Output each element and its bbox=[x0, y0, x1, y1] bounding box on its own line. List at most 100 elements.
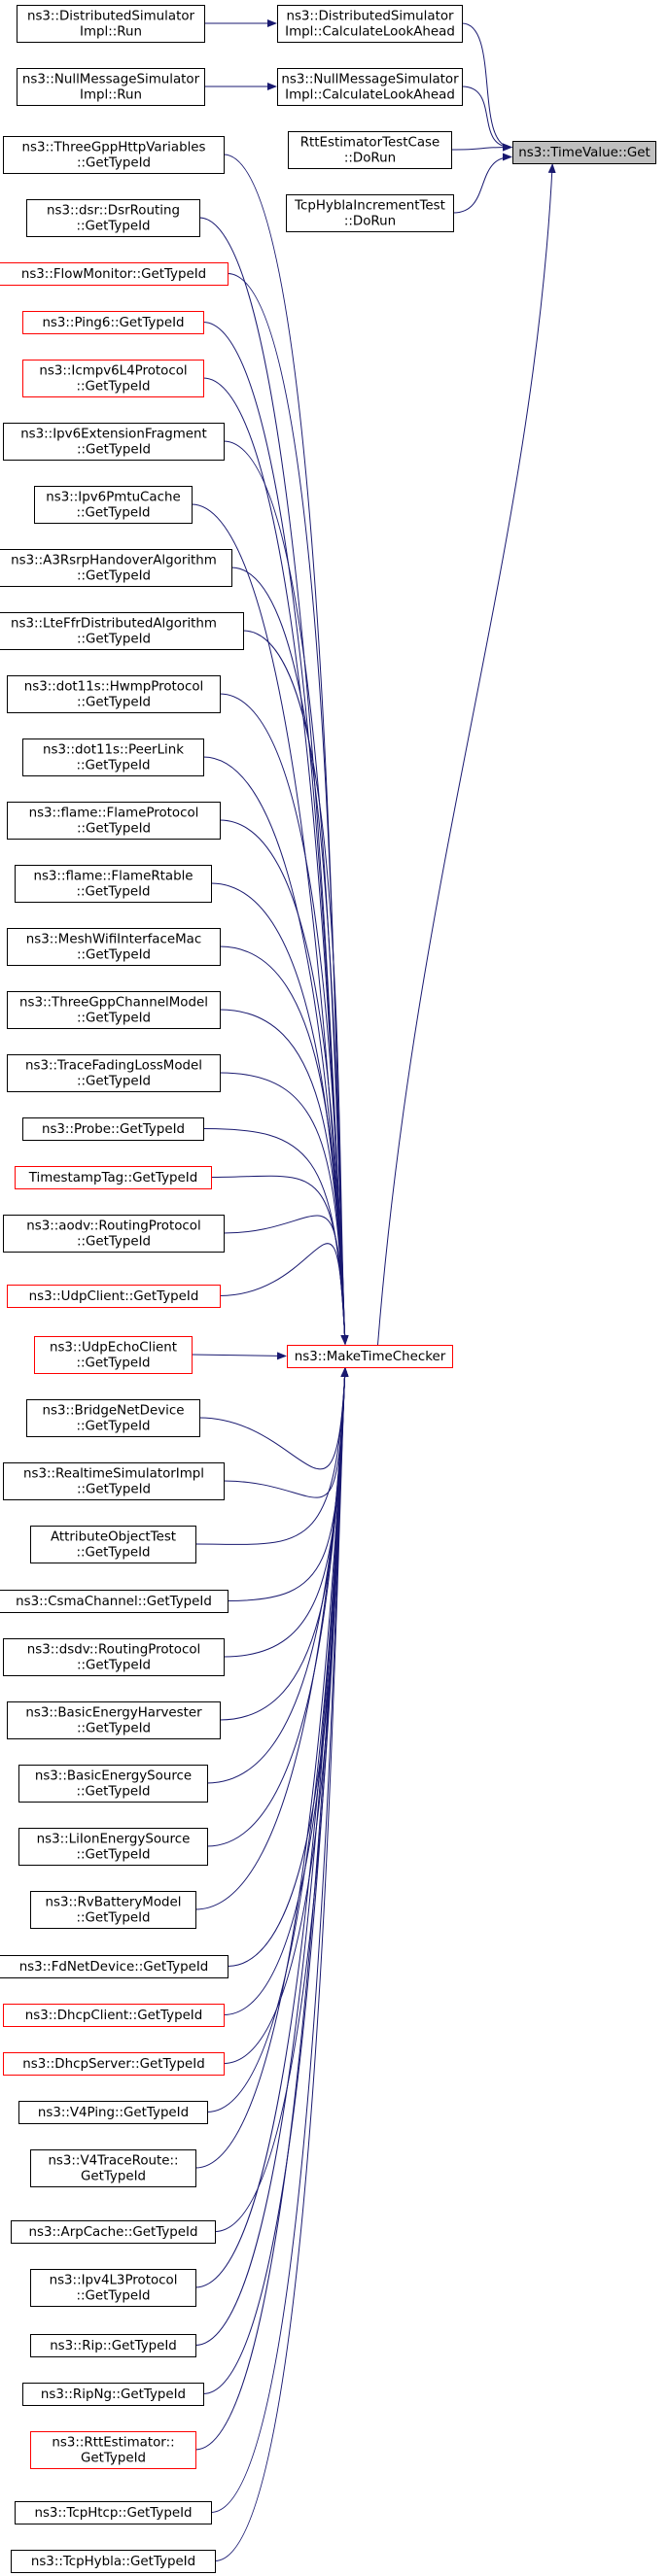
node-box bbox=[30, 1526, 196, 1563]
node-label-line: ::DoRun bbox=[344, 152, 396, 166]
node-label-line: ::GetTypeId bbox=[76, 1785, 150, 1800]
node-box bbox=[3, 1215, 225, 1253]
node-label-line: ns3::Probe::GetTypeId bbox=[42, 1122, 185, 1137]
node-timestamptag-gettypeid[interactable]: TimestampTag::GetTypeId bbox=[15, 1166, 212, 1189]
node-box bbox=[30, 2334, 196, 2357]
edge-n01-to-make bbox=[223, 154, 349, 1345]
node-ns3-meshwifiinterfacemac-gettypeid[interactable]: ns3::MeshWifiInterfaceMac::GetTypeId bbox=[7, 928, 221, 966]
node-ns3-flame-flamertable-gettypeid[interactable]: ns3::flame::FlameRtable::GetTypeId bbox=[15, 865, 212, 903]
node-box bbox=[7, 675, 221, 713]
node-label-line: ns3::DistributedSimulator bbox=[286, 10, 454, 24]
node-ns3-dhcpserver-gettypeid[interactable]: ns3::DhcpServer::GetTypeId bbox=[3, 2052, 225, 2076]
node-box bbox=[15, 2501, 212, 2524]
node-box bbox=[34, 486, 193, 524]
edge-rtt_test-to-target bbox=[450, 143, 512, 152]
node-ns3-udpclient-gettypeid[interactable]: ns3::UdpClient::GetTypeId bbox=[7, 1285, 221, 1308]
node-label-line: ns3::RipNg::GetTypeId bbox=[41, 2387, 186, 2402]
node-label-line: ::GetTypeId bbox=[77, 1235, 151, 1250]
node-ns3-rip-gettypeid[interactable]: ns3::Rip::GetTypeId bbox=[30, 2334, 196, 2357]
node-ns3-basicenergyharvester-gettypeid[interactable]: ns3::BasicEnergyHarvester::GetTypeId bbox=[7, 1701, 221, 1739]
node-label-line: ns3::dot11s::PeerLink bbox=[43, 743, 184, 758]
node-label-line: ns3::LteFfrDistributedAlgorithm bbox=[11, 617, 217, 632]
node-ns3-v4ping-gettypeid[interactable]: ns3::V4Ping::GetTypeId bbox=[18, 2101, 208, 2124]
node-ns3-arpcache-gettypeid[interactable]: ns3::ArpCache::GetTypeId bbox=[11, 2220, 216, 2244]
node-label-line: ::GetTypeId bbox=[76, 885, 150, 900]
node-ns3-flame-flameprotocol-gettypeid[interactable]: ns3::flame::FlameProtocol::GetTypeId bbox=[7, 802, 221, 840]
node-ns3-distributedsimulatorimpl-calculatelookahead[interactable]: ns3::DistributedSimulatorImpl::Calculate… bbox=[277, 5, 463, 43]
node-ns3-icmpv6l4protocol-gettypeid[interactable]: ns3::Icmpv6L4Protocol::GetTypeId bbox=[22, 360, 204, 397]
edge-n24-to-make bbox=[194, 1367, 349, 1545]
node-ns3-basicenergysource-gettypeid[interactable]: ns3::BasicEnergySource::GetTypeId bbox=[18, 1765, 208, 1803]
edge-n39-to-make bbox=[202, 1367, 349, 2394]
edge-n23-to-make bbox=[223, 1367, 349, 1498]
node-label-line: ::GetTypeId bbox=[77, 696, 151, 710]
node-box bbox=[288, 131, 452, 169]
node-ns3-csmachannel-gettypeid[interactable]: ns3::CsmaChannel::GetTypeId bbox=[0, 1590, 229, 1613]
node-ns3-bridgenetdevice-gettypeid[interactable]: ns3::BridgeNetDevice::GetTypeId bbox=[26, 1399, 200, 1437]
node-label-line: ::GetTypeId bbox=[77, 822, 151, 837]
node-ns3-threegpphttpvariables-gettypeid[interactable]: ns3::ThreeGppHttpVariables::GetTypeId bbox=[3, 136, 225, 174]
node-ns3-probe-gettypeid[interactable]: ns3::Probe::GetTypeId bbox=[22, 1117, 204, 1141]
node-ns3-dsr-dsrrouting-gettypeid[interactable]: ns3::dsr::DsrRouting::GetTypeId bbox=[26, 199, 200, 237]
node-ns3-a3rsrphandoveralgorithm-gettypeid[interactable]: ns3::A3RsrpHandoverAlgorithm::GetTypeId bbox=[0, 549, 232, 587]
node-ns3-dot11s-peerlink-gettypeid[interactable]: ns3::dot11s::PeerLink::GetTypeId bbox=[22, 738, 204, 776]
node-box bbox=[0, 262, 229, 286]
node-label-line: ns3::ArpCache::GetTypeId bbox=[29, 2225, 198, 2240]
node-ns3-nullmessagesimulatorimpl-calculatelookahead[interactable]: ns3::NullMessageSimulatorImpl::Calculate… bbox=[277, 68, 463, 106]
node-ns3-aodv-routingprotocol-gettypeid[interactable]: ns3::aodv::RoutingProtocol::GetTypeId bbox=[3, 1215, 225, 1253]
node-box bbox=[30, 2149, 196, 2187]
node-label-line: ns3::flame::FlameProtocol bbox=[29, 807, 199, 821]
node-box bbox=[26, 199, 200, 237]
node-box bbox=[26, 1399, 200, 1437]
node-ns3-timevalue-get[interactable]: ns3::TimeValue::Get bbox=[512, 141, 656, 164]
node-ns3-rttestimator-gettypeid[interactable]: ns3::RttEstimator::GetTypeId bbox=[30, 2431, 196, 2469]
node-label-line: ::GetTypeId bbox=[76, 1357, 150, 1371]
node-ns3-lteffrdistributedalgorithm-gettypeid[interactable]: ns3::LteFfrDistributedAlgorithm::GetType… bbox=[0, 612, 244, 650]
node-box bbox=[7, 1054, 221, 1092]
edge-n09-to-make bbox=[242, 630, 349, 1345]
node-box bbox=[0, 612, 244, 650]
node-ns3-dsdv-routingprotocol-gettypeid[interactable]: ns3::dsdv::RoutingProtocol::GetTypeId bbox=[3, 1638, 225, 1676]
node-ns3-rvbatterymodel-gettypeid[interactable]: ns3::RvBatteryModel::GetTypeId bbox=[30, 1891, 196, 1929]
node-ns3-ipv6pmtucache-gettypeid[interactable]: ns3::Ipv6PmtuCache::GetTypeId bbox=[34, 486, 193, 524]
node-attributeobjecttest-gettypeid[interactable]: AttributeObjectTest::GetTypeId bbox=[30, 1526, 196, 1563]
node-ns3-threegppchannelmodel-gettypeid[interactable]: ns3::ThreeGppChannelModel::GetTypeId bbox=[7, 991, 221, 1029]
node-ns3-liionenergysource-gettypeid[interactable]: ns3::LiIonEnergySource::GetTypeId bbox=[18, 1828, 208, 1866]
node-box bbox=[7, 991, 221, 1029]
node-label-line: ns3::BasicEnergyHarvester bbox=[25, 1706, 202, 1721]
node-ns3-udpechoclient-gettypeid[interactable]: ns3::UdpEchoClient::GetTypeId bbox=[34, 1336, 193, 1374]
node-label-line: GetTypeId bbox=[81, 2452, 146, 2466]
node-ns3-fdnetdevice-gettypeid[interactable]: ns3::FdNetDevice::GetTypeId bbox=[0, 1955, 229, 1978]
node-label-line: ns3::BasicEnergySource bbox=[35, 1769, 192, 1784]
node-label-line: ::GetTypeId bbox=[76, 1420, 150, 1434]
edge-n36-to-make bbox=[214, 1367, 349, 2232]
node-label-line: ::GetTypeId bbox=[77, 1722, 151, 1736]
node-ns3-ripng-gettypeid[interactable]: ns3::RipNg::GetTypeId bbox=[22, 2383, 204, 2406]
node-label-line: ::GetTypeId bbox=[76, 380, 150, 395]
node-ns3-flowmonitor-gettypeid[interactable]: ns3::FlowMonitor::GetTypeId bbox=[0, 262, 229, 286]
node-ns3-tcphybla-gettypeid[interactable]: ns3::TcpHybla::GetTypeId bbox=[11, 2550, 216, 2573]
node-ns3-v4traceroute-gettypeid[interactable]: ns3::V4TraceRoute::GetTypeId bbox=[30, 2149, 196, 2187]
node-box bbox=[277, 68, 463, 106]
node-ns3-maketimechecker[interactable]: ns3::MakeTimeChecker bbox=[287, 1345, 453, 1368]
node-ns3-ipv4l3protocol-gettypeid[interactable]: ns3::Ipv4L3Protocol::GetTypeId bbox=[30, 2269, 196, 2307]
node-label-line: ns3::CsmaChannel::GetTypeId bbox=[16, 1595, 212, 1609]
node-label-line: ns3::FdNetDevice::GetTypeId bbox=[19, 1960, 209, 1975]
node-ns3-ipv6extensionfragment-gettypeid[interactable]: ns3::Ipv6ExtensionFragment::GetTypeId bbox=[3, 423, 225, 461]
node-ns3-dhcpclient-gettypeid[interactable]: ns3::DhcpClient::GetTypeId bbox=[3, 2004, 225, 2027]
node-ns3-tcphtcp-gettypeid[interactable]: ns3::TcpHtcp::GetTypeId bbox=[15, 2501, 212, 2524]
node-ns3-tracefadinglossmodel-gettypeid[interactable]: ns3::TraceFadingLossModel::GetTypeId bbox=[7, 1054, 221, 1092]
node-tcphyblaincrementtest-dorun[interactable]: TcpHyblaIncrementTest::DoRun bbox=[286, 194, 454, 232]
node-ns3-dot11s-hwmpprotocol-gettypeid[interactable]: ns3::dot11s::HwmpProtocol::GetTypeId bbox=[7, 675, 221, 713]
node-label-line: ::GetTypeId bbox=[77, 1012, 151, 1026]
node-label-line: Impl::Run bbox=[80, 25, 142, 40]
node-rttestimatortestcase-dorun[interactable]: RttEstimatorTestCase::DoRun bbox=[288, 131, 452, 169]
node-label-line: ::GetTypeId bbox=[76, 2289, 150, 2304]
edge-n25-to-make bbox=[227, 1367, 349, 1601]
node-label-line: ns3::TraceFadingLossModel bbox=[25, 1059, 202, 1074]
node-ns3-realtimesimulatorimpl-gettypeid[interactable]: ns3::RealtimeSimulatorImpl::GetTypeId bbox=[3, 1462, 225, 1500]
node-ns3-ping6-gettypeid[interactable]: ns3::Ping6::GetTypeId bbox=[22, 311, 204, 334]
